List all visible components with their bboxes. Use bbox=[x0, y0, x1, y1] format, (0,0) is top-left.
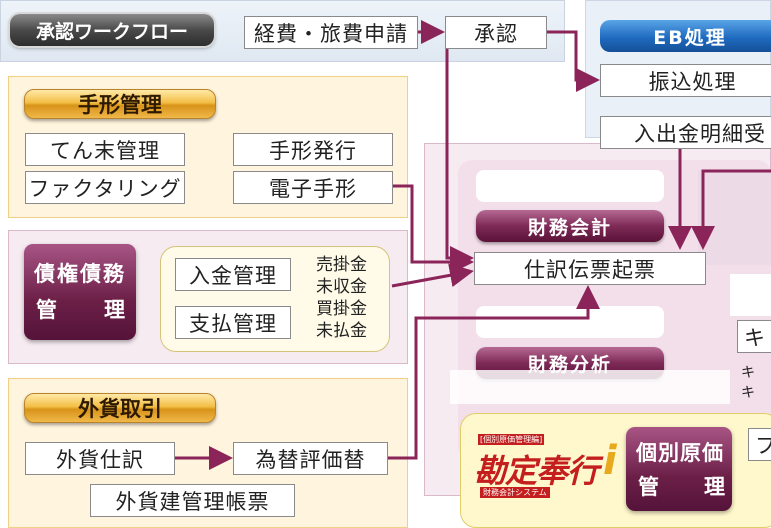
account-accounts-payable: 買掛金 bbox=[316, 299, 367, 319]
account-accrued-income: 未収金 bbox=[316, 277, 367, 297]
cost-management-line2a: 管 bbox=[638, 475, 659, 499]
arrow-accounts-to-voucher bbox=[391, 263, 474, 288]
cost-management-line2b: 理 bbox=[704, 475, 725, 499]
blank-row-low bbox=[450, 370, 730, 404]
blank-row-top bbox=[476, 170, 664, 202]
payment-management-box: 支払管理 bbox=[175, 306, 291, 339]
note-issuance-box: 手形発行 bbox=[233, 133, 393, 166]
claims-title-line2b: 理 bbox=[104, 298, 125, 322]
arrow-approval-to-voucher bbox=[445, 49, 474, 270]
claims-title-line2a: 管 bbox=[36, 298, 57, 322]
transfer-processing-box: 振込処理 bbox=[600, 64, 771, 97]
product-badge: [個別原価管理編] bbox=[478, 434, 545, 445]
arrow-enote-to-voucher bbox=[393, 184, 474, 274]
arrow-approval-to-transfer bbox=[547, 30, 600, 92]
blank-row-mid bbox=[476, 306, 664, 338]
claims-title-line1: 債権債務 bbox=[34, 262, 126, 286]
receipt-management-box: 入金管理 bbox=[175, 258, 291, 291]
workflow-title: 承認ワークフロー bbox=[10, 14, 214, 46]
forex-journal-box: 外貨仕訳 bbox=[25, 442, 175, 475]
account-accrued-expenses: 未払金 bbox=[316, 321, 367, 341]
cost-management-line1: 個別原価 bbox=[636, 441, 724, 465]
outcome-management-box: てん末管理 bbox=[25, 133, 185, 166]
factoring-box: ファクタリング bbox=[25, 171, 185, 204]
right-white-block bbox=[730, 274, 771, 316]
arrow-fx-to-voucher bbox=[388, 285, 600, 460]
fx-revaluation-box: 為替評価替 bbox=[233, 442, 388, 475]
right-partial-line1: キ bbox=[741, 365, 755, 381]
forex-title: 外貨取引 bbox=[24, 393, 216, 423]
eb-title: EB処理 bbox=[600, 20, 771, 52]
electronic-note-box: 電子手形 bbox=[233, 171, 393, 204]
product-logo: 勘定奉行 bbox=[474, 452, 599, 490]
right-partial-box-2: フ bbox=[748, 428, 771, 461]
product-subtitle: 財務会計システム bbox=[480, 487, 550, 498]
cost-management-tile: 個別原価 管 理 bbox=[626, 427, 732, 511]
statement-receipt-box: 入出金明細受 bbox=[600, 116, 771, 149]
account-accounts-receivable: 売掛金 bbox=[316, 255, 367, 275]
expense-travel-request-box: 経費・旅費申請 bbox=[244, 16, 418, 49]
approval-box: 承認 bbox=[445, 16, 547, 49]
claims-title-tile: 債権債務 管 理 bbox=[24, 244, 136, 340]
product-logo-mark: i bbox=[603, 438, 617, 484]
notes-title: 手形管理 bbox=[24, 89, 216, 119]
right-partial-line2: キ bbox=[741, 385, 755, 401]
forex-ledger-report-box: 外貨建管理帳票 bbox=[90, 484, 295, 517]
arrow-right-to-voucher bbox=[691, 169, 771, 250]
journal-voucher-box: 仕訳伝票起票 bbox=[474, 252, 706, 285]
right-partial-box: キ bbox=[737, 320, 771, 353]
financial-accounting-title: 財務会計 bbox=[476, 210, 664, 242]
